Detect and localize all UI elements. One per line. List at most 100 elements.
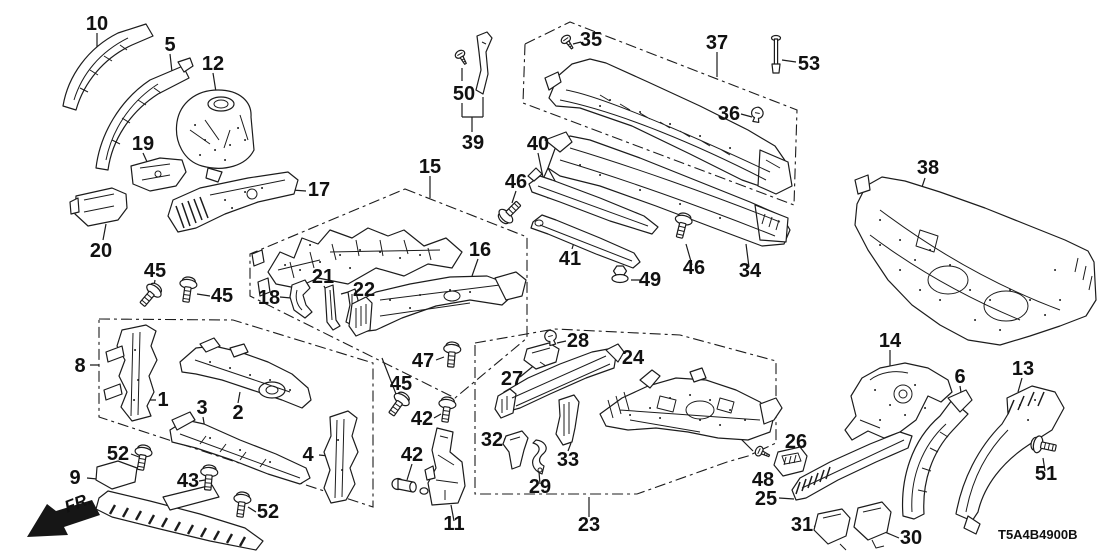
callout-2: 2 bbox=[232, 402, 243, 424]
callout-38: 38 bbox=[917, 157, 939, 179]
part-42-grommet bbox=[391, 477, 429, 495]
callout-45-c: 45 bbox=[390, 373, 412, 395]
fr-arrow-icon bbox=[27, 500, 100, 537]
callout-48: 48 bbox=[752, 469, 774, 491]
part-9-front-air-shield bbox=[95, 460, 264, 551]
fr-direction-arrow: FR. bbox=[27, 489, 100, 537]
callout-46-b: 46 bbox=[683, 257, 705, 279]
part-2-bulkhead-upper-crossmember bbox=[179, 337, 312, 409]
callout-23: 23 bbox=[578, 514, 600, 536]
part-14-damper-housing-right bbox=[844, 362, 953, 441]
callout-14: 14 bbox=[879, 330, 902, 352]
part-12-damper-housing bbox=[175, 89, 255, 183]
part-32-bracket bbox=[502, 430, 529, 470]
bolt-51 bbox=[1028, 434, 1059, 458]
part-26-connector-bracket bbox=[773, 446, 808, 477]
callout-35: 35 bbox=[580, 29, 602, 51]
callout-42-a: 42 bbox=[411, 408, 433, 430]
part-30-outrigger-bracket bbox=[853, 501, 892, 549]
callout-18: 18 bbox=[258, 287, 280, 309]
screw-48 bbox=[753, 444, 772, 461]
callout-11: 11 bbox=[443, 513, 464, 535]
callout-50: 50 bbox=[453, 83, 475, 105]
part-37-cowl-top bbox=[544, 58, 793, 195]
callout-47: 47 bbox=[412, 350, 434, 372]
part-39-bracket bbox=[475, 31, 493, 95]
group-box-37 bbox=[522, 21, 798, 206]
bolt-53 bbox=[770, 34, 782, 74]
bolt-45-b bbox=[176, 275, 199, 304]
clip-36 bbox=[749, 105, 765, 124]
callout-29: 29 bbox=[529, 476, 551, 498]
callout-1: 1 bbox=[157, 389, 168, 411]
part-21-stiffener bbox=[324, 284, 341, 331]
callout-53: 53 bbox=[798, 53, 820, 75]
callout-8: 8 bbox=[74, 355, 85, 377]
callout-41: 41 bbox=[559, 248, 581, 270]
callout-27: 27 bbox=[501, 368, 523, 390]
callout-39: 39 bbox=[462, 132, 484, 154]
callout-12: 12 bbox=[202, 53, 224, 75]
part-4-bulkhead-side-stay-right bbox=[323, 410, 359, 504]
callout-42-b: 42 bbox=[401, 444, 423, 466]
callout-45-b: 45 bbox=[211, 285, 233, 307]
callout-4: 4 bbox=[302, 444, 314, 466]
callout-9: 9 bbox=[69, 467, 80, 489]
part-20-side-frame-stub bbox=[69, 187, 128, 227]
part-27-bracket bbox=[523, 342, 560, 370]
part-5-wheelhouse-arch bbox=[95, 57, 194, 171]
bolt-43 bbox=[198, 463, 219, 492]
group-box-15 bbox=[249, 188, 528, 399]
callout-52-a: 52 bbox=[107, 443, 129, 465]
callout-24: 24 bbox=[622, 347, 645, 369]
callouts: 10 5 12 19 17 20 45 45 15 16 18 21 22 46… bbox=[69, 13, 1057, 549]
callout-51: 51 bbox=[1035, 463, 1057, 485]
nut-49 bbox=[611, 265, 629, 284]
part-13-wheelhouse-member-right bbox=[955, 385, 1065, 535]
callout-43: 43 bbox=[177, 470, 199, 492]
callout-30: 30 bbox=[900, 527, 922, 549]
part-29-hook-bracket bbox=[532, 439, 547, 475]
part-15-side-frame-assembly bbox=[251, 227, 463, 297]
callout-13: 13 bbox=[1012, 358, 1034, 380]
part-25-extension-rail bbox=[791, 431, 913, 501]
callout-40: 40 bbox=[527, 133, 549, 155]
callout-15: 15 bbox=[419, 156, 441, 178]
part-17-upper-member bbox=[167, 171, 299, 233]
part-40-seal-strip bbox=[527, 167, 659, 235]
callout-5: 5 bbox=[164, 34, 175, 56]
part-19-bracket bbox=[130, 157, 187, 192]
screw-50 bbox=[453, 48, 471, 67]
callout-22: 22 bbox=[353, 279, 375, 301]
screw-35 bbox=[559, 32, 577, 52]
callout-45-a: 45 bbox=[144, 260, 166, 282]
bolt-46-a bbox=[494, 196, 526, 228]
part-18-bracket bbox=[289, 279, 313, 319]
callout-36: 36 bbox=[718, 103, 740, 125]
part-16-side-frame-rail bbox=[348, 271, 527, 337]
part-1-bulkhead-side-stay-left bbox=[103, 324, 158, 422]
callout-52-b: 52 bbox=[257, 501, 279, 523]
callout-10: 10 bbox=[86, 13, 108, 35]
bolt-47 bbox=[441, 340, 462, 369]
part-24-side-frame-rail-right bbox=[494, 343, 625, 419]
callout-31: 31 bbox=[791, 514, 813, 536]
callout-34: 34 bbox=[739, 260, 762, 282]
callout-46-a: 46 bbox=[505, 171, 527, 193]
part-41-seal-strip bbox=[530, 214, 641, 269]
callout-33: 33 bbox=[557, 449, 579, 471]
callout-28: 28 bbox=[567, 330, 589, 352]
callout-26: 26 bbox=[785, 431, 807, 453]
part-33-channel-bracket bbox=[555, 394, 580, 446]
part-34-cowl-bottom bbox=[539, 131, 791, 247]
part-10-wheelhouse-member bbox=[62, 23, 154, 111]
part-38-dashboard-lower-panel bbox=[854, 174, 1097, 346]
callout-37: 37 bbox=[706, 32, 728, 54]
callout-49: 49 bbox=[639, 269, 661, 291]
callout-25: 25 bbox=[755, 488, 777, 510]
callout-3: 3 bbox=[196, 397, 207, 419]
part-6-wheelhouse-arch-right bbox=[901, 389, 973, 520]
bolt-52-b bbox=[230, 490, 253, 519]
